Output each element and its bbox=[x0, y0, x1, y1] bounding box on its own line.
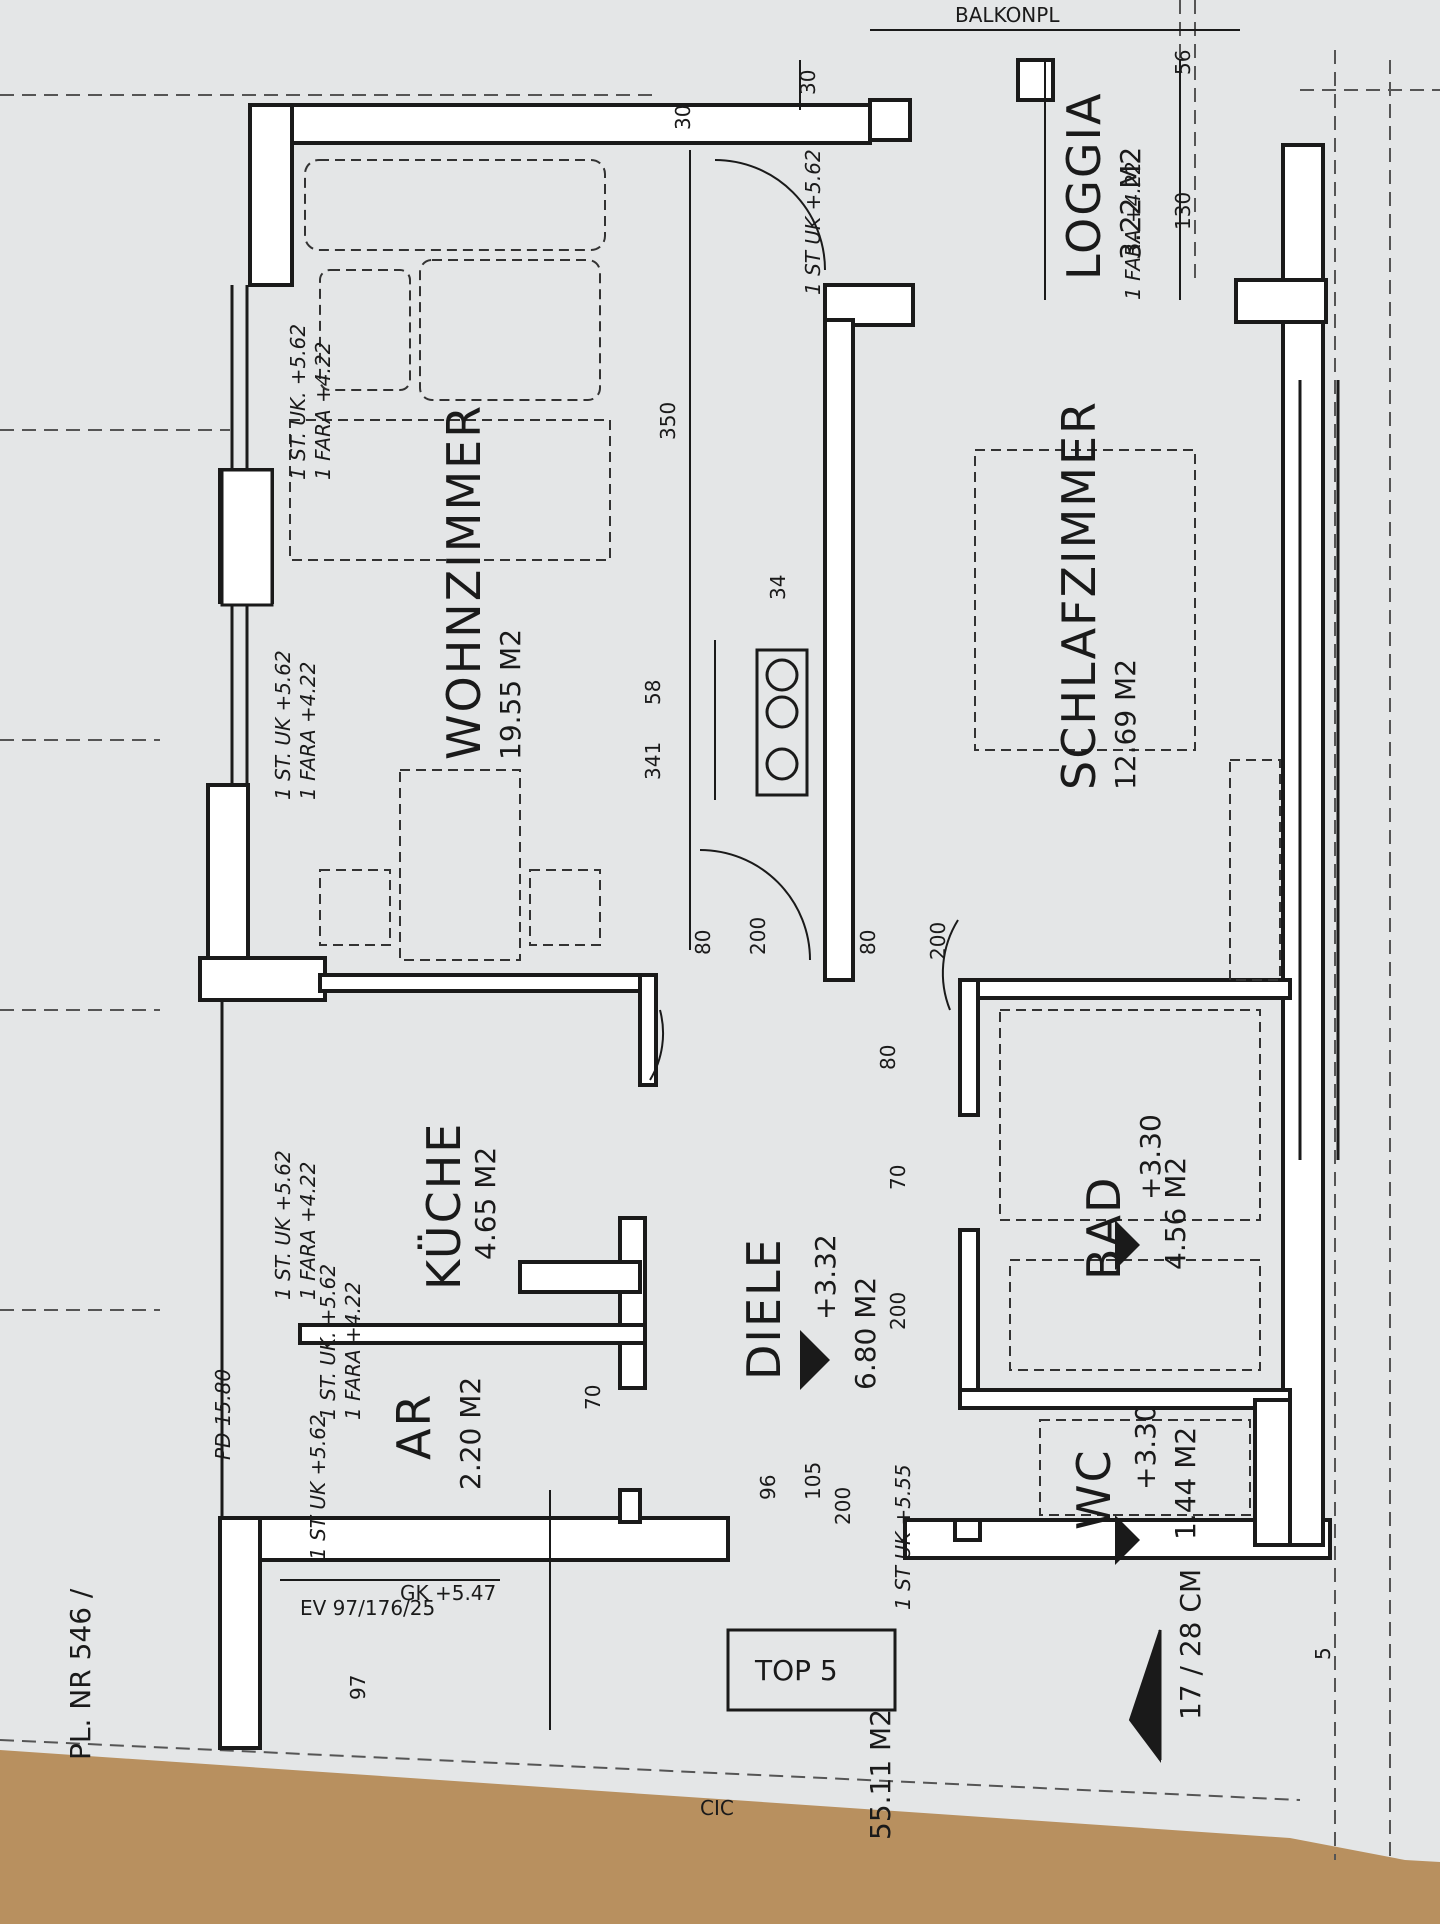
balcony-label: BALKONPL bbox=[955, 3, 1060, 27]
room-area-wc: 1.44 M2 bbox=[1169, 1427, 1202, 1540]
room-level-bad: +3.30 bbox=[1134, 1114, 1167, 1200]
window-note: 1 ST UK +5.62 bbox=[306, 1414, 330, 1560]
misc-note-pd: PD 15.80 bbox=[211, 1369, 235, 1460]
door-swings bbox=[649, 159, 959, 1081]
window-note: 1 ST UK +5.62 bbox=[801, 149, 825, 295]
window-note: 1 FARA +4.22 bbox=[341, 1282, 365, 1420]
room-area-ar: 2.20 M2 bbox=[454, 1377, 487, 1490]
dimension-label: 70 bbox=[886, 1165, 910, 1190]
dimension-label: 200 bbox=[746, 917, 770, 955]
construction-lines bbox=[0, 0, 1440, 1860]
room-area-loggia: 3.22 M2 bbox=[1114, 147, 1147, 260]
walls bbox=[198, 58, 1332, 1750]
dimension-label: 30 bbox=[671, 105, 695, 130]
window-note: 1 ST. UK +5.62 bbox=[271, 650, 295, 800]
room-name-ar: AR bbox=[387, 1393, 441, 1460]
window-note: 1 ST. UK. +5.62 bbox=[286, 324, 310, 480]
dimension-label: 341 bbox=[641, 742, 665, 780]
dimension-label: 105 bbox=[801, 1462, 825, 1500]
unit-area: 55.11 M2 bbox=[864, 1709, 897, 1840]
room-area-wohnzimmer: 19.55 M2 bbox=[494, 629, 527, 760]
dimension-label: 80 bbox=[876, 1045, 900, 1070]
dimension-label: 58 bbox=[641, 680, 665, 705]
window-note: 1 FARA +4.22 bbox=[311, 342, 335, 480]
room-name-loggia: LOGGIA bbox=[1057, 91, 1111, 280]
dimension-label: 70 bbox=[581, 1385, 605, 1410]
misc-note-gk: GK +5.47 bbox=[400, 1581, 496, 1605]
dimension-label: 96 bbox=[756, 1475, 780, 1500]
stair-label: 17 / 28 CM bbox=[1174, 1569, 1207, 1720]
level-markers bbox=[800, 1220, 1140, 1565]
room-area-kueche: 4.65 M2 bbox=[469, 1147, 502, 1260]
unit-label: TOP 5 bbox=[754, 1654, 838, 1687]
dimension-label: 30 bbox=[796, 70, 820, 95]
unit-label-frame bbox=[726, 1628, 897, 1712]
dimension-label: 97 bbox=[346, 1675, 370, 1700]
stair-count: 5 bbox=[1311, 1647, 1335, 1660]
dimension-label: 200 bbox=[886, 1292, 910, 1330]
room-level-wc: +3.30 bbox=[1129, 1404, 1162, 1490]
window-note: 1 FARA +4.22 bbox=[296, 662, 320, 800]
windows bbox=[220, 285, 1340, 1518]
room-area-schlafzimmer: 12.69 M2 bbox=[1109, 659, 1142, 790]
room-area-bad: 4.56 M2 bbox=[1159, 1157, 1192, 1270]
window-note: 1 ST. UK +5.62 bbox=[271, 1150, 295, 1300]
dimension-label: 200 bbox=[831, 1487, 855, 1525]
window-note: 1 ST. UK. +5.62 bbox=[316, 1264, 340, 1420]
plan-number: PL. NR 546 / bbox=[64, 1588, 97, 1760]
room-name-schlafzimmer: SCHLAFZIMMER bbox=[1052, 400, 1106, 790]
dimension-label: 350 bbox=[656, 402, 680, 440]
room-name-wohnzimmer: WOHNZIMMER bbox=[437, 404, 491, 760]
dimension-label: 56 bbox=[1171, 50, 1195, 75]
room-name-diele: DIELE bbox=[737, 1237, 791, 1380]
room-area-diele: 6.80 M2 bbox=[849, 1277, 882, 1390]
window-note: 1 FARA +4.22 bbox=[1121, 162, 1145, 300]
dimension-label: 80 bbox=[691, 930, 715, 955]
upright-labels: TOP 5 BALKONPL CIC PD 15.80 GK +5.47 EV … bbox=[211, 3, 1060, 1820]
dimension-label: 80 bbox=[856, 930, 880, 955]
stove bbox=[755, 648, 809, 797]
window-note: 1 ST UK +5.55 bbox=[891, 1464, 915, 1610]
bottom-mark: CIC bbox=[700, 1796, 734, 1820]
dimension-lines bbox=[280, 29, 1240, 1730]
dimension-label: 130 bbox=[1171, 192, 1195, 230]
room-level-diele: +3.32 bbox=[809, 1234, 842, 1320]
window-note: 1 FARA +4.22 bbox=[296, 1162, 320, 1300]
dimension-label: 200 bbox=[926, 922, 950, 960]
room-name-bad: BAD bbox=[1077, 1176, 1131, 1280]
room-name-kueche: KÜCHE bbox=[417, 1122, 471, 1290]
dimension-label: 34 bbox=[766, 575, 790, 600]
furniture bbox=[289, 159, 1281, 1516]
room-name-wc: WC bbox=[1067, 1448, 1121, 1530]
misc-note-ev: EV 97/176/25 bbox=[300, 1596, 435, 1620]
